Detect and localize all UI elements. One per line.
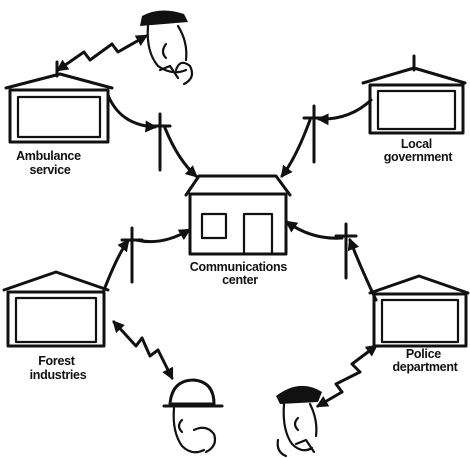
utility-pole-icon — [334, 222, 358, 280]
ambulance-service-building-icon — [4, 60, 114, 144]
wire-local-gov-to-pole — [316, 98, 373, 126]
police-department-label-line1: Police — [406, 347, 441, 361]
radio-link-icon — [56, 34, 149, 72]
local-government-label-line1: Local — [401, 137, 432, 151]
radio-link-icon — [112, 320, 174, 381]
forest-industries-label-line1: Forest — [38, 354, 76, 368]
wire-pole-to-center-bottom-left — [134, 228, 192, 244]
wire-ambulance-to-pole — [106, 93, 158, 133]
radio-link-icon — [315, 344, 378, 408]
police-department-label-line2: department — [392, 360, 458, 374]
utility-pole-icon — [120, 226, 144, 284]
police-department-label: Police department — [392, 347, 458, 374]
police-department-building-icon — [368, 274, 470, 348]
police-officer-icon — [276, 385, 322, 458]
communications-center-label-line2: center — [222, 273, 258, 287]
communications-center-label-line1: Communications — [190, 260, 288, 274]
wire-pole-to-center-bottom-right — [285, 220, 344, 240]
forest-industries-label-line2: industries — [30, 368, 87, 382]
local-government-building-icon — [361, 54, 467, 135]
ambulance-service-label: Ambulance service — [16, 149, 84, 177]
wire-forest-to-pole — [102, 239, 130, 292]
communications-center-label: Communications center — [190, 260, 290, 287]
communications-center-icon — [184, 174, 292, 256]
forest-industries-label: Forest industries — [30, 354, 87, 382]
wire-police-to-pole — [347, 237, 378, 302]
forest-industries-building-icon — [2, 270, 110, 348]
utility-pole-icon — [148, 112, 172, 172]
ambulance-worker-icon — [140, 10, 194, 86]
local-government-label: Local government — [384, 137, 454, 164]
ambulance-service-label-line2: service — [30, 163, 71, 177]
wire-pole-to-center-right — [280, 118, 312, 178]
utility-pole-icon — [302, 104, 326, 164]
wire-pole-to-center-left — [163, 126, 198, 178]
forest-worker-icon — [162, 378, 224, 454]
local-government-label-line2: government — [384, 150, 454, 164]
ambulance-service-label-line1: Ambulance — [16, 149, 81, 163]
